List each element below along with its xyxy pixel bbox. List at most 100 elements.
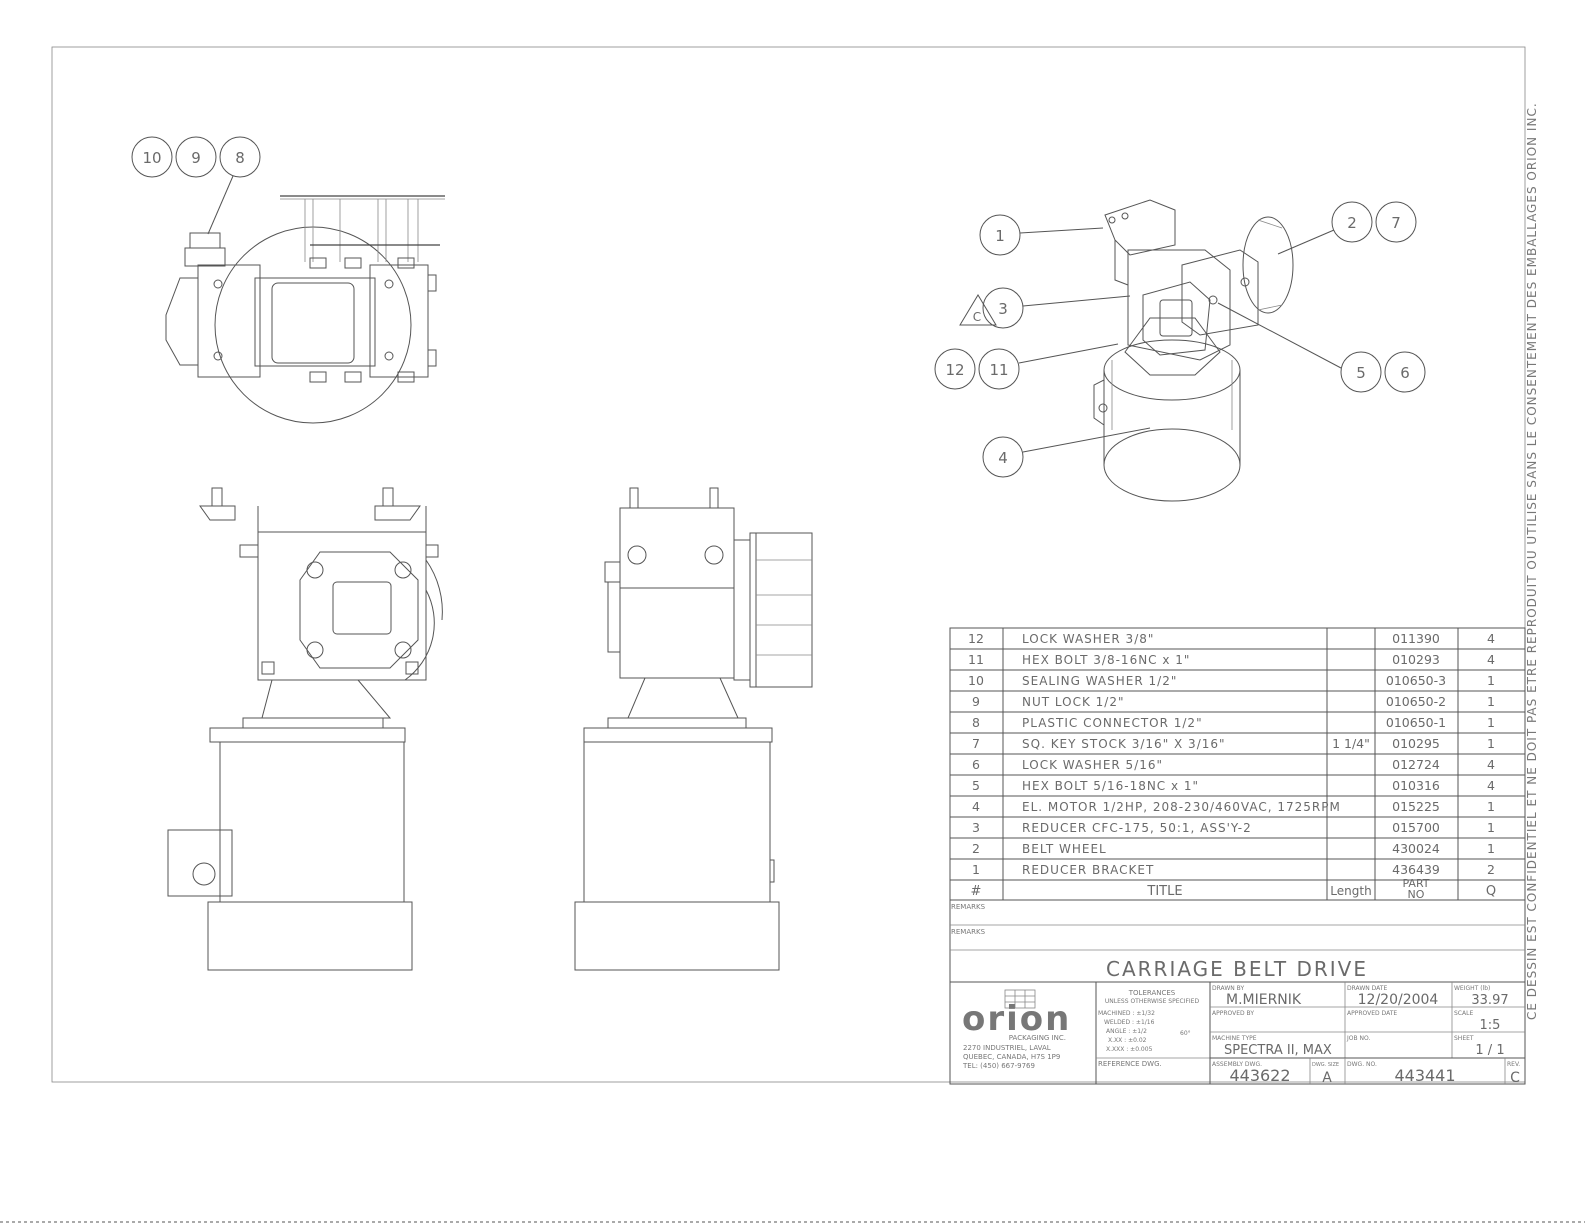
bom-cell-title: HEX BOLT 3/8-16NC x 1" bbox=[1022, 653, 1190, 667]
balloon-5-label: 5 bbox=[1356, 364, 1366, 382]
balloon-9 bbox=[175, 136, 217, 178]
company-phone: TEL: (450) 667-9769 bbox=[962, 1062, 1035, 1070]
company-name: PACKAGING INC. bbox=[1009, 1034, 1066, 1042]
balloon-3-label: 3 bbox=[998, 300, 1008, 318]
balloon-10 bbox=[131, 136, 173, 178]
bom-cell-qty: 4 bbox=[1487, 631, 1495, 646]
front-view bbox=[167, 487, 443, 971]
side-view bbox=[574, 487, 813, 971]
bom-cell-qty: 1 bbox=[1487, 820, 1495, 835]
bom-header-part-1: PART bbox=[1402, 877, 1429, 890]
bom-cell-num: 4 bbox=[972, 799, 980, 814]
revision-triangle-label: C bbox=[973, 310, 981, 324]
balloon-6 bbox=[1384, 351, 1426, 393]
sheet-border bbox=[51, 46, 1526, 1083]
bom-cell-title: REDUCER CFC-175, 50:1, ASS'Y-2 bbox=[1022, 821, 1252, 835]
tol-xxxx: X.XXX : ±0.005 bbox=[1106, 1046, 1153, 1053]
bom-cell-qty: 1 bbox=[1487, 715, 1495, 730]
bom-cell-qty: 4 bbox=[1487, 778, 1495, 793]
bom-cell-title: PLASTIC CONNECTOR 1/2" bbox=[1022, 716, 1203, 730]
machine-type-label: MACHINE TYPE bbox=[1212, 1035, 1257, 1042]
dwg-no-label: DWG. NO. bbox=[1347, 1061, 1377, 1068]
bom-cell-num: 8 bbox=[972, 715, 980, 730]
bom-cell-part: 010650-3 bbox=[1386, 673, 1446, 688]
balloon-8-label: 8 bbox=[235, 149, 245, 167]
bom-cell-part: 010295 bbox=[1392, 736, 1440, 751]
company-address-1: 2270 INDUSTRIEL, LAVAL bbox=[963, 1044, 1051, 1052]
remarks-label-1: REMARKS bbox=[951, 903, 986, 911]
drawn-date-label: DRAWN DATE bbox=[1347, 985, 1387, 992]
bom-cell-title: SEALING WASHER 1/2" bbox=[1022, 674, 1177, 688]
tolerances-subtitle: UNLESS OTHERWISE SPECIFIED bbox=[1105, 998, 1200, 1005]
balloon-11 bbox=[978, 348, 1020, 390]
bom-cell-num: 11 bbox=[968, 652, 984, 667]
bom-cell-num: 1 bbox=[972, 862, 980, 877]
balloon-1-label: 1 bbox=[995, 227, 1005, 245]
bom-cell-qty: 1 bbox=[1487, 799, 1495, 814]
bom-cell-part: 436439 bbox=[1392, 862, 1440, 877]
bom-cell-part: 010650-1 bbox=[1386, 715, 1446, 730]
bom-cell-part: 010293 bbox=[1392, 652, 1440, 667]
balloon-12-label: 12 bbox=[945, 361, 964, 379]
assembly-dwg: 443622 bbox=[1229, 1066, 1290, 1085]
bom-cell-title: LOCK WASHER 3/8" bbox=[1022, 632, 1154, 646]
remarks-label-2: REMARKS bbox=[951, 928, 986, 936]
balloon-7-label: 7 bbox=[1391, 214, 1401, 232]
bom-cell-title: HEX BOLT 5/16-18NC x 1" bbox=[1022, 779, 1199, 793]
bom-cell-qty: 4 bbox=[1487, 757, 1495, 772]
bom-cell-qty: 1 bbox=[1487, 841, 1495, 856]
tol-finish: 60° bbox=[1180, 1030, 1191, 1037]
bom-cell-part: 010650-2 bbox=[1386, 694, 1446, 709]
balloon-5 bbox=[1340, 351, 1382, 393]
confidential-notice: CE DESSIN EST CONFIDENTIEL ET NE DOIT PA… bbox=[1525, 102, 1539, 1020]
balloon-8 bbox=[219, 136, 261, 178]
bom-cell-title: LOCK WASHER 5/16" bbox=[1022, 758, 1163, 772]
rev-label: REV. bbox=[1507, 1061, 1520, 1068]
bom-header-part-2: NO bbox=[1408, 888, 1425, 901]
bom-cell-num: 9 bbox=[972, 694, 980, 709]
balloon-4-label: 4 bbox=[998, 449, 1008, 467]
approved-by-label: APPROVED BY bbox=[1212, 1010, 1254, 1017]
bom-cell-num: 2 bbox=[972, 841, 980, 856]
drawing-title: CARRIAGE BELT DRIVE bbox=[1106, 957, 1368, 981]
tol-xxx: X.XX : ±0.02 bbox=[1108, 1037, 1147, 1044]
bom-cell-part: 430024 bbox=[1392, 841, 1440, 856]
bom-cell-num: 10 bbox=[968, 673, 984, 688]
bom-header-title: TITLE bbox=[1146, 884, 1182, 899]
balloon-9-label: 9 bbox=[191, 149, 201, 167]
top-view: 10 9 8 bbox=[131, 136, 445, 424]
bom-cell-part: 010316 bbox=[1392, 778, 1440, 793]
balloon-7 bbox=[1375, 201, 1417, 243]
sheet-label: SHEET bbox=[1454, 1035, 1474, 1042]
bom-cell-title: REDUCER BRACKET bbox=[1022, 863, 1154, 877]
balloon-11-label: 11 bbox=[989, 361, 1008, 379]
machine-type: SPECTRA II, MAX bbox=[1224, 1043, 1332, 1058]
iso-view: 1 2 7 C 3 12 11 5 6 4 bbox=[934, 199, 1426, 502]
job-no-label: JOB NO. bbox=[1346, 1035, 1370, 1042]
assembly-dwg-label: ASSEMBLY DWG. bbox=[1212, 1061, 1262, 1068]
approved-date-label: APPROVED DATE bbox=[1347, 1010, 1397, 1017]
bom-cell-qty: 2 bbox=[1487, 862, 1495, 877]
bom-cell-qty: 1 bbox=[1487, 673, 1495, 688]
balloon-2-label: 2 bbox=[1347, 214, 1357, 232]
bom-header-num: # bbox=[971, 884, 982, 899]
bom-cell-num: 12 bbox=[968, 631, 984, 646]
tolerances-title: TOLERANCES bbox=[1128, 989, 1176, 997]
bom-header-qty: Q bbox=[1486, 884, 1496, 899]
bom-cell-length: 1 1/4" bbox=[1332, 736, 1370, 751]
bom-cell-qty: 1 bbox=[1487, 736, 1495, 751]
leader-8 bbox=[207, 175, 234, 235]
weight-label: WEIGHT (lb) bbox=[1454, 985, 1490, 992]
bom-cell-num: 3 bbox=[972, 820, 980, 835]
dwg-no: 443441 bbox=[1394, 1066, 1455, 1085]
drawn-date: 12/20/2004 bbox=[1358, 992, 1439, 1008]
bom-cell-qty: 4 bbox=[1487, 652, 1495, 667]
drawn-by-label: DRAWN BY bbox=[1212, 985, 1244, 992]
bom-cell-part: 015700 bbox=[1392, 820, 1440, 835]
scale-label: SCALE bbox=[1454, 1010, 1473, 1017]
dwg-size: A bbox=[1322, 1070, 1332, 1086]
bom-cell-num: 7 bbox=[972, 736, 980, 751]
company-address-2: QUEBEC, CANADA, H7S 1P9 bbox=[963, 1053, 1060, 1061]
bom-cell-num: 6 bbox=[972, 757, 980, 772]
